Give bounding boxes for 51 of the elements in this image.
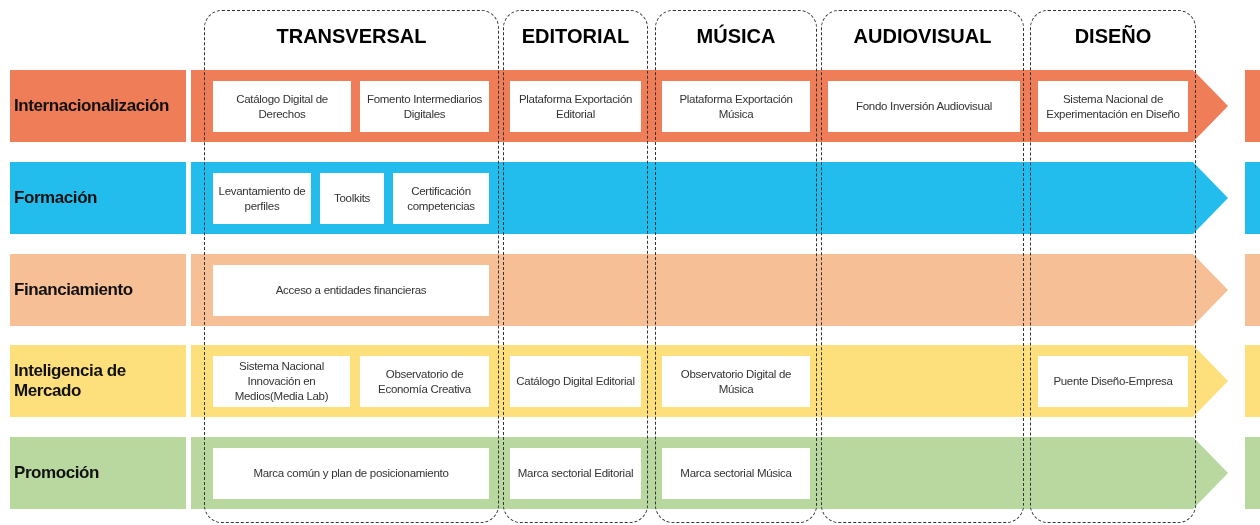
initiative-text: Marca común y plan de posicionamiento bbox=[253, 466, 449, 481]
initiative-box bbox=[320, 173, 384, 224]
row-label-box bbox=[10, 254, 186, 326]
initiative-box bbox=[662, 81, 810, 132]
column-heading: DISEÑO bbox=[1073, 24, 1153, 49]
row-label-box bbox=[10, 162, 186, 234]
initiative-text: Plataforma Exportación Música bbox=[678, 91, 794, 122]
initiative-text: Plataforma Exportación Editorial bbox=[517, 91, 634, 122]
initiative-text: Levantamiento de perfiles bbox=[217, 183, 307, 214]
initiative-box bbox=[213, 173, 311, 224]
initiative-text: Fondo Inversión Audiovisual bbox=[855, 99, 993, 114]
column-heading: TRANSVERSAL bbox=[275, 24, 428, 49]
initiative-text: Toolkits bbox=[333, 191, 370, 206]
initiative-box bbox=[213, 356, 350, 407]
initiative-box bbox=[360, 356, 489, 407]
initiative-text: Observatorio de Economía Creativa bbox=[377, 366, 472, 397]
initiative-text: Puente Diseño-Empresa bbox=[1053, 374, 1173, 389]
initiative-text: Sistema Nacional Innovación en Medios(Media Lab) bbox=[233, 359, 330, 404]
row-label: Internacionalización bbox=[14, 95, 169, 117]
initiative-box bbox=[393, 173, 489, 224]
initiative-box bbox=[1038, 81, 1188, 132]
initiative-box bbox=[213, 265, 489, 316]
row-label-box bbox=[10, 345, 186, 417]
initiative-box bbox=[828, 81, 1020, 132]
initiative-box bbox=[213, 81, 351, 132]
initiative-box bbox=[510, 356, 641, 407]
initiative-box bbox=[662, 448, 810, 499]
column-heading: MÚSICA bbox=[695, 23, 777, 49]
initiative-box bbox=[662, 356, 810, 407]
initiative-text: Marca sectorial Editorial bbox=[517, 466, 634, 481]
row-label: Inteligencia de Mercado bbox=[14, 360, 127, 402]
column-heading: EDITORIAL bbox=[520, 24, 631, 49]
initiative-box bbox=[213, 448, 489, 499]
row-label-box bbox=[10, 70, 186, 142]
initiative-text: Catálogo Digital Editorial bbox=[516, 374, 635, 389]
initiative-text: Catálogo Digital de Derechos bbox=[235, 91, 329, 122]
initiative-text: Fomento Intermediarios Digitales bbox=[365, 91, 484, 122]
initiative-text: Observatorio Digital de Música bbox=[679, 366, 793, 397]
row-label-box bbox=[10, 437, 186, 509]
column-heading: AUDIOVISUAL bbox=[852, 24, 993, 49]
initiative-text: Marca sectorial Música bbox=[680, 466, 792, 481]
initiative-text: Sistema Nacional de Experimentación en Diseño bbox=[1045, 91, 1181, 122]
initiative-text: Acceso a entidades financieras bbox=[275, 283, 427, 298]
initiative-box bbox=[1038, 356, 1188, 407]
row-label: Financiamiento bbox=[14, 279, 133, 301]
initiative-box bbox=[510, 81, 641, 132]
row-label: Promoción bbox=[14, 462, 99, 484]
row-label: Formación bbox=[14, 187, 98, 209]
initiative-box bbox=[360, 81, 489, 132]
initiative-text: Certificación competencias bbox=[406, 183, 476, 214]
initiative-box bbox=[510, 448, 641, 499]
